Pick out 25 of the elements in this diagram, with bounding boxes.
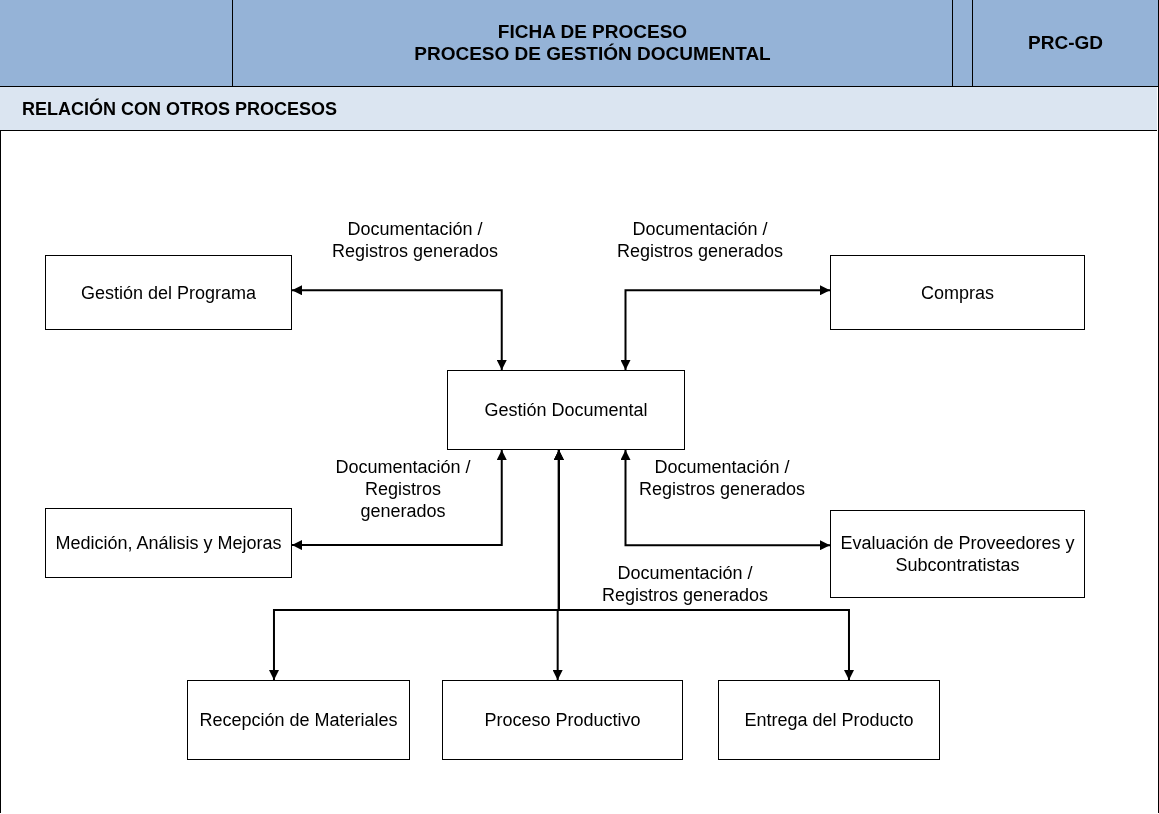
process-box	[187, 680, 410, 760]
process-name: Entrega del Producto	[744, 709, 914, 731]
process-box	[45, 255, 292, 330]
arrow	[291, 285, 507, 371]
process-name: Gestión del Programa	[80, 281, 257, 304]
arrow	[291, 449, 507, 551]
document-code: PRC-GD	[1028, 32, 1103, 54]
process-box	[718, 680, 940, 760]
process-box	[830, 255, 1085, 330]
process-box	[45, 508, 292, 578]
section-heading: RELACIÓN CON OTROS PROCESOS	[22, 97, 338, 120]
arrow	[620, 449, 831, 551]
arrow	[553, 449, 854, 681]
header-title: PROCESO DE GESTIÓN DOCUMENTAL	[414, 43, 771, 65]
process-name: Medición, Análisis y Mejoras	[55, 532, 282, 554]
process-name: Proceso Productivo	[484, 709, 641, 731]
process-name: Evaluación de Proveedores y Subcontratistas	[839, 532, 1076, 576]
process-box	[447, 370, 685, 450]
header-title: FICHA DE PROCESO	[497, 21, 688, 43]
process-name: Recepción de Materiales	[199, 709, 398, 731]
process-box	[830, 510, 1085, 598]
arrow	[620, 285, 831, 371]
process-name: Gestión Documental	[484, 399, 648, 421]
process-box	[442, 680, 683, 760]
process-name: Compras	[921, 281, 994, 304]
